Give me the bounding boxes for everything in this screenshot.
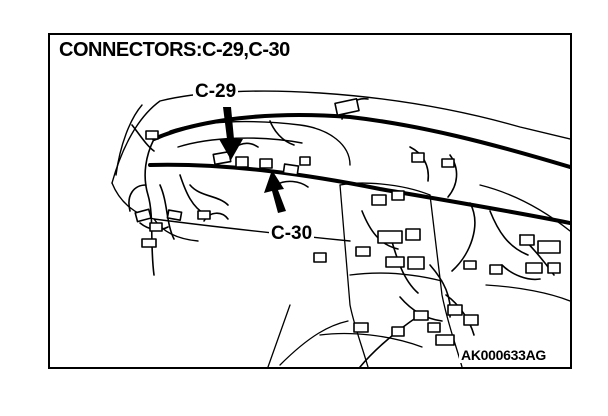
branch-wires [128,97,555,367]
callout-label-c30: C-30 [269,223,315,245]
connector-blocks [134,98,561,346]
arrow-c30 [264,170,286,213]
page-title: CONNECTORS:C-29,C-30 [59,39,290,61]
main-harness [148,113,570,225]
wiring-harness-illustration [111,90,570,367]
figure-code: AK000633AG [459,347,548,363]
arrow-c29 [219,107,243,160]
center-console [267,182,570,367]
diagram-frame: CONNECTORS:C-29,C-30 C-29 C-30 AK000633A… [48,33,572,369]
callout-label-c29: C-29 [193,81,239,103]
